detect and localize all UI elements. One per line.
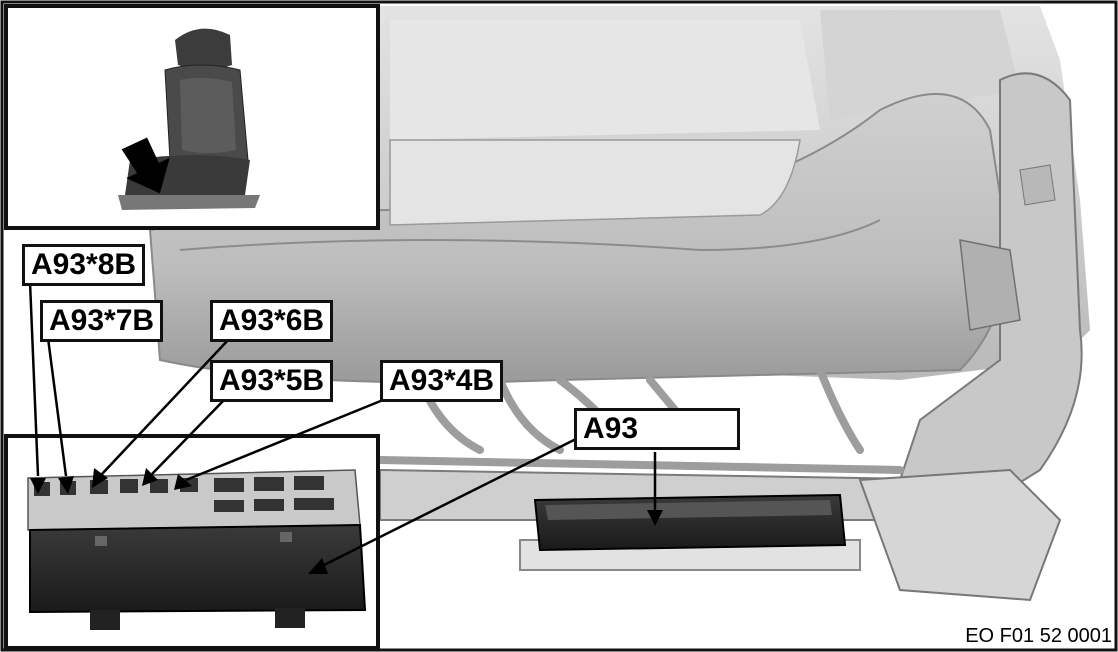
callout-a93-6b: A93*6B — [210, 300, 334, 342]
callout-a93-5b: A93*5B — [210, 360, 334, 402]
inset-seat-overview — [4, 4, 380, 230]
reference-code: EO F01 52 0001 — [965, 625, 1112, 647]
inset-module-detail — [4, 434, 380, 650]
callout-a93: A93 — [574, 408, 740, 450]
callout-a93-7b: A93*7B — [40, 300, 164, 342]
callout-a93-4b: A93*4B — [380, 360, 504, 402]
leader-lines — [28, 281, 657, 570]
module-a93-under-seat — [533, 493, 847, 552]
seat-side-trim — [898, 72, 1083, 522]
callout-a93-8b: A93*8B — [22, 244, 146, 286]
seat-cushion — [148, 93, 1012, 384]
leader-arrowheads — [30, 468, 663, 574]
